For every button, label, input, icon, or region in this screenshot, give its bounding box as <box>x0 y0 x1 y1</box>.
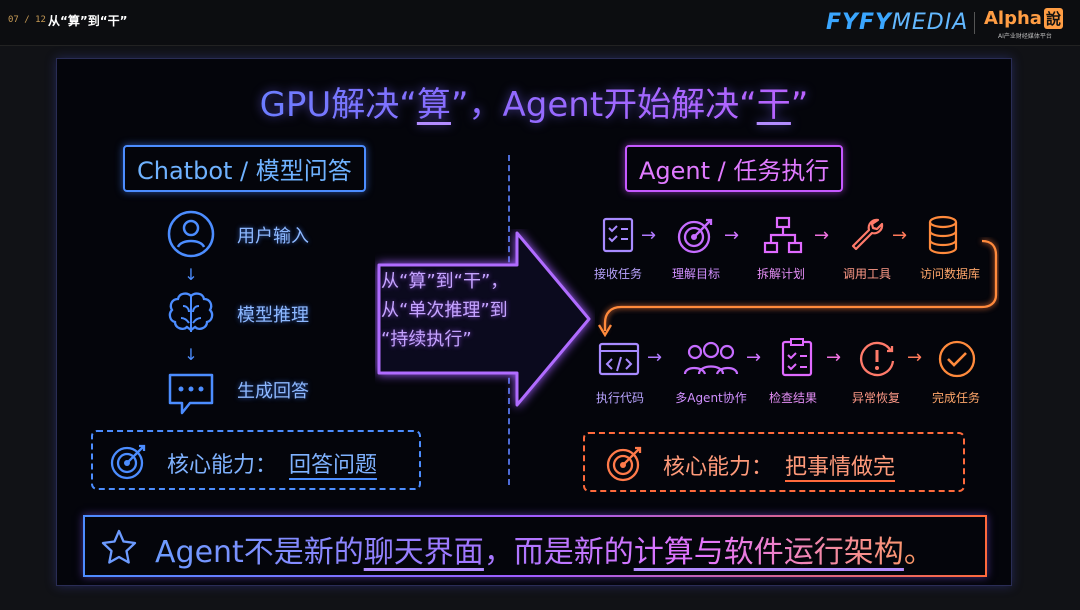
slide-title: 从“算”到“干” <box>48 14 128 28</box>
transition-line-3: “持续执行” <box>381 329 472 350</box>
statement-chat-interface: 聊天界面 <box>363 535 484 570</box>
core-value-agent: 把事情做完 <box>785 455 896 480</box>
transition-line-1: 从“算”到“干”， <box>381 271 509 292</box>
title-word-suan: 算 <box>416 85 451 125</box>
agent-flow-row-1: → → → → 接收任务 理解目标 拆解计划 调用工具 访问数据库 <box>585 209 1005 289</box>
statement-part-c: ，而是新的 <box>483 535 634 570</box>
slide-canvas: GPU解决“算”，Agent开始解决“干” Chatbot / 模型问答 Age… <box>56 58 1012 586</box>
fyfy-media-logo: FYFYMEDIA <box>826 10 968 35</box>
row2-label-3: 检查结果 <box>768 391 817 405</box>
main-title: GPU解决“算”，Agent开始解决“干” <box>57 77 1011 126</box>
database-icon <box>921 213 965 257</box>
bottom-statement: Agent不是新的聊天界面，而是新的计算与软件运行架构。 <box>155 527 934 571</box>
step-model-inference: 模型推理 <box>237 305 309 326</box>
media-text: MEDIA <box>891 10 969 35</box>
target-icon <box>107 439 151 483</box>
alpha-text: Alpha <box>984 8 1042 29</box>
core-ability-chatbot <box>91 430 421 490</box>
chat-bubble-icon <box>164 367 218 421</box>
arrow-right-icon: → <box>647 347 663 368</box>
core-ability-agent <box>583 432 965 492</box>
org-chart-icon <box>761 213 805 257</box>
bullseye-icon <box>674 213 718 257</box>
alpha-subtitle: AI产业财经媒体平台 <box>998 33 1052 40</box>
row2-label-5: 完成任务 <box>931 391 980 405</box>
row1-label-5: 访问数据库 <box>919 267 980 281</box>
star-icon <box>97 525 141 569</box>
core-value-chatbot: 回答问题 <box>289 453 378 478</box>
core-label-agent: 核心能力： <box>663 455 774 480</box>
arrow-down-icon: ↓ <box>184 265 198 284</box>
arrow-right-icon: → <box>892 225 908 246</box>
step-user-input: 用户输入 <box>237 226 309 247</box>
step-generate-answer: 生成回答 <box>237 381 309 402</box>
big-right-arrow-icon <box>377 231 591 407</box>
row1-label-3: 拆解计划 <box>756 267 805 281</box>
statement-part-a: Agent不是新的 <box>155 535 364 570</box>
wrench-icon <box>845 213 889 257</box>
title-part2: ”，Agent开始解决“ <box>450 85 757 125</box>
bottom-banner <box>83 515 987 577</box>
core-label-chatbot: 核心能力： <box>167 453 278 478</box>
brain-icon <box>164 287 218 341</box>
arrow-right-icon: → <box>826 347 842 368</box>
arrow-right-icon: → <box>641 225 657 246</box>
clipboard-check-icon <box>775 335 819 379</box>
slide-counter: 07 / 12 <box>8 15 46 25</box>
arrow-right-icon: → <box>724 225 740 246</box>
chatbot-header: Chatbot / 模型问答 <box>123 145 366 192</box>
alert-icon <box>855 337 899 381</box>
row2-label-1: 执行代码 <box>595 391 644 405</box>
statement-period: 。 <box>903 535 934 570</box>
agent-flow-row-2: → → → → 执行代码 多Agent协作 检查结果 异常恢复 完成任务 <box>585 333 1005 413</box>
row2-label-2: 多Agent协作 <box>675 391 747 405</box>
shuo-badge: 說 <box>1043 8 1063 29</box>
logo-divider <box>974 12 975 34</box>
check-circle-icon <box>935 337 979 381</box>
row2-label-4: 异常恢复 <box>851 391 900 405</box>
row1-label-4: 调用工具 <box>842 267 891 281</box>
arrow-right-icon: → <box>814 225 830 246</box>
agent-header: Agent / 任务执行 <box>625 145 844 192</box>
checklist-icon <box>596 213 640 257</box>
user-icon <box>164 207 218 261</box>
fyfy-text: FYFY <box>826 10 892 35</box>
row1-label-2: 理解目标 <box>671 267 720 281</box>
title-part1: GPU解决“ <box>259 85 417 125</box>
target-icon <box>603 441 647 485</box>
team-icon <box>683 337 739 381</box>
title-part3: ” <box>790 85 809 125</box>
arrow-down-icon: ↓ <box>184 345 198 364</box>
row1-label-1: 接收任务 <box>593 267 642 281</box>
title-word-gan: 干 <box>756 85 791 125</box>
statement-architecture: 计算与软件运行架构 <box>633 535 904 570</box>
arrow-right-icon: → <box>746 347 762 368</box>
transition-line-2: 从“单次推理”到 <box>381 300 508 321</box>
row-connector-arrow <box>598 239 998 337</box>
transition-text: 从“算”到“干”， 从“单次推理”到 “持续执行” <box>381 267 581 354</box>
arrow-right-icon: → <box>907 347 923 368</box>
code-icon <box>597 337 641 381</box>
